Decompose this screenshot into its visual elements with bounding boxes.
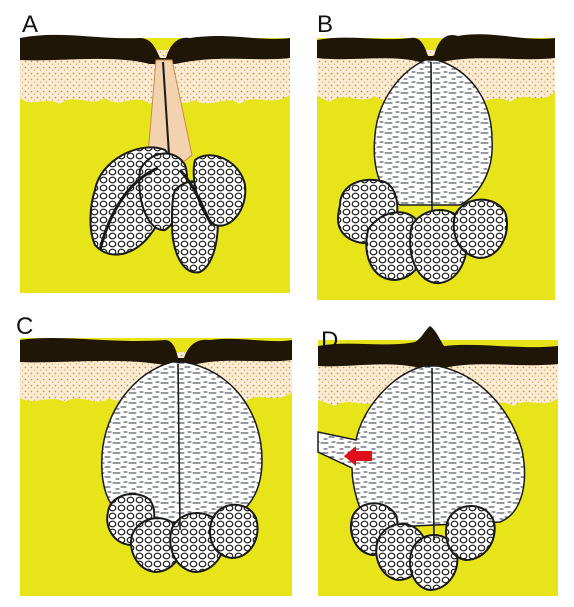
sebaceous-lobule — [210, 505, 258, 558]
panel-d: D — [318, 326, 558, 596]
follicle-duct — [431, 62, 432, 210]
epidermis-layer — [318, 326, 558, 368]
panel-b: B — [317, 11, 555, 300]
sebaceous-lobule — [454, 200, 507, 258]
panel-label-c: C — [16, 313, 33, 340]
panel-label-b: B — [317, 11, 333, 38]
panel-label-a: A — [22, 11, 38, 38]
panel-a: A — [20, 11, 290, 293]
panel-label-d: D — [321, 327, 338, 354]
panel-c: C — [16, 313, 292, 596]
